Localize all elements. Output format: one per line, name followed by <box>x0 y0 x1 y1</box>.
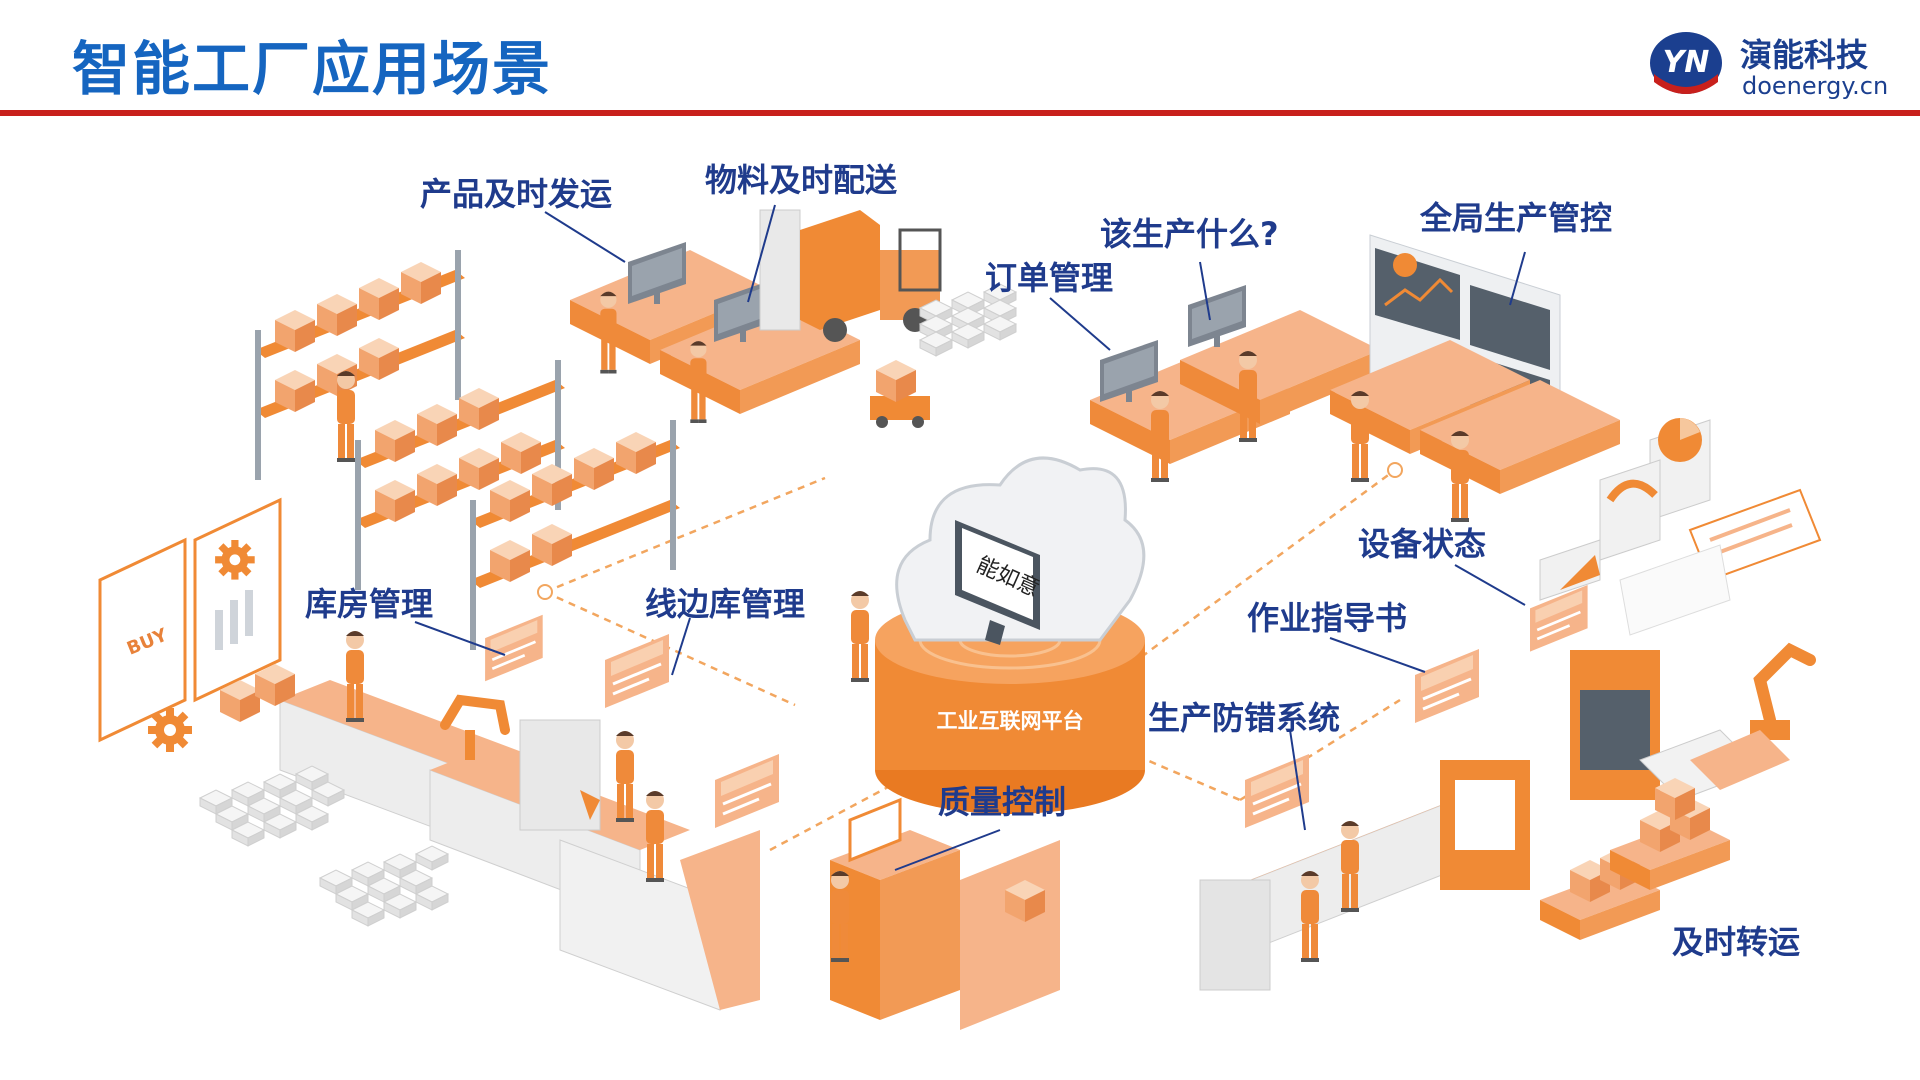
documents: BUY <box>98 497 1136 781</box>
brand-url: doenergy.cn <box>1742 72 1889 100</box>
monitor-icon: 能如意 <box>955 520 1043 645</box>
logo-letters: YN <box>1663 45 1710 80</box>
label-order-management: 订单管理 <box>985 259 1114 297</box>
label-what-to-produce: 该生产什么? <box>1100 215 1279 253</box>
label-quality-control: 质量控制 <box>938 783 1067 821</box>
warehouse-shelves <box>255 250 680 650</box>
brand-name: 演能科技 <box>1740 36 1869 74</box>
status-widgets <box>1539 418 1822 636</box>
label-warehouse-management: 库房管理 <box>305 585 434 623</box>
control-room <box>1330 234 1620 522</box>
label-error-proofing: 生产防错系统 <box>1148 699 1341 737</box>
quality-station <box>830 797 1060 1030</box>
factory-scene-svg: BUY <box>98 204 1822 1030</box>
brand-block: YN 演能科技 doenergy.cn <box>1640 22 1900 102</box>
label-timely-transfer: 及时转运 <box>1672 923 1801 961</box>
leader-lines <box>414 204 1526 871</box>
order-office <box>1090 285 1380 482</box>
forklift-area <box>759 209 1017 428</box>
label-global-control: 全局生产管控 <box>1420 199 1613 237</box>
brand-logo-icon: YN <box>1650 32 1722 94</box>
label-work-instructions: 作业指导书 <box>1247 599 1408 637</box>
iiot-platform: 工业互联网平台 能如意 <box>851 456 1146 814</box>
label-material-delivery: 物料及时配送 <box>705 161 898 199</box>
label-equipment-status: 设备状态 <box>1358 525 1487 563</box>
page-title: 智能工厂应用场景 <box>72 35 553 103</box>
assembly-line-left <box>220 631 760 1011</box>
title-divider <box>0 110 1920 116</box>
label-product-shipping: 产品及时发运 <box>420 175 613 213</box>
platform-label: 工业互联网平台 <box>937 709 1084 733</box>
factory-illustration: BUY <box>0 120 1920 1080</box>
agv-carts <box>1540 778 1730 940</box>
label-lineside-inventory: 线边库管理 <box>645 585 806 623</box>
